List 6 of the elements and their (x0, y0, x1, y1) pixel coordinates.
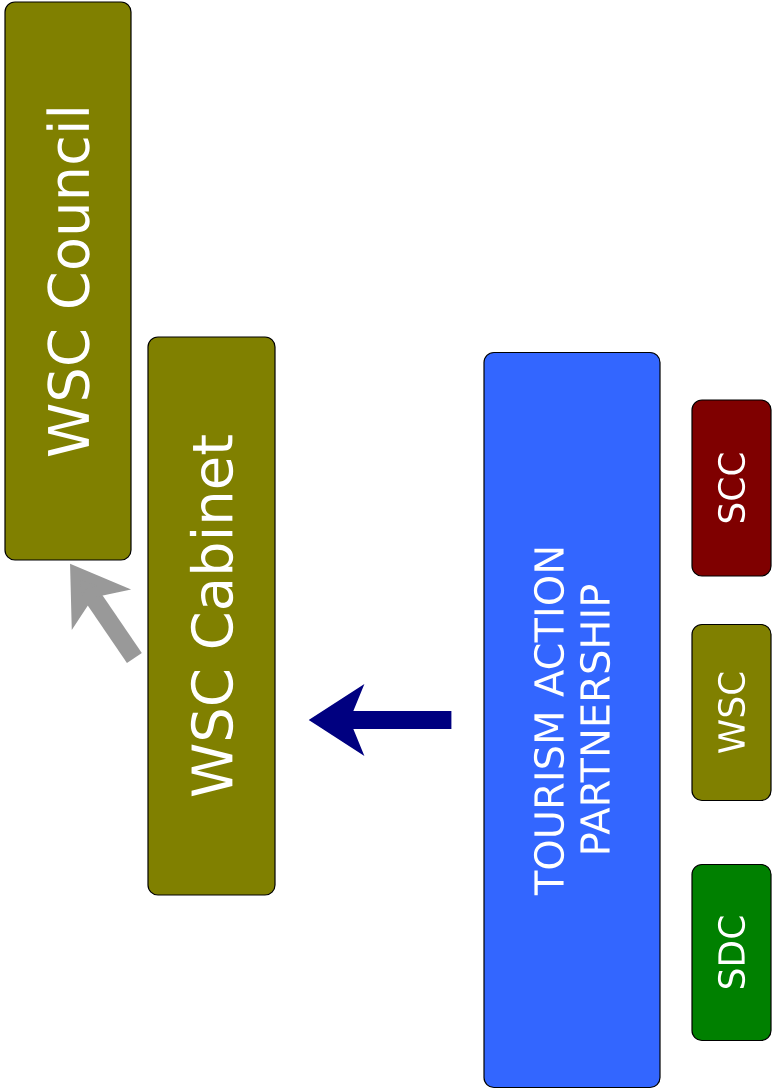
rounded-box: SCC (691, 399, 772, 577)
rounded-box: WSC Cabinet (147, 336, 276, 896)
rounded-box: SDC (691, 863, 772, 1042)
rounded-box: TOURISM ACTION PARTNERSHIP (483, 351, 661, 1089)
rounded-box: WSC Council (4, 1, 132, 561)
rounded-box: WSC (691, 623, 772, 802)
